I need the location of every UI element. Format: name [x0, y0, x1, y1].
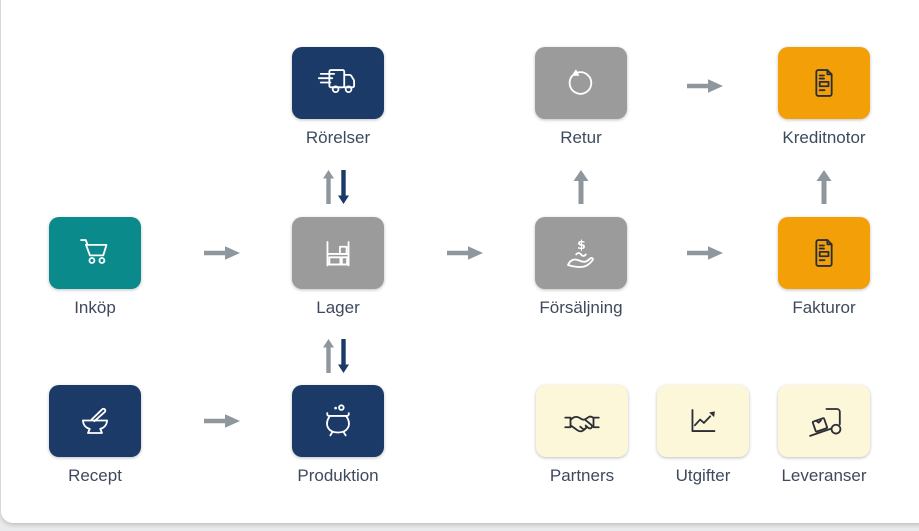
- tile-partners-label: Partners: [549, 466, 615, 485]
- arrow-lager-to-forsaljning: [447, 246, 483, 260]
- arrow-lager-rorelser-bidirectional: [323, 170, 349, 204]
- tile-recept-label: Recept: [68, 466, 122, 485]
- arrow-recept-to-produktion: [204, 414, 240, 428]
- arrow-fakturor-to-kreditnotor: [816, 170, 832, 204]
- hand-dollar-icon: $: [567, 237, 594, 269]
- tile-lager-label: Lager: [316, 298, 360, 317]
- tile-rorelser-label: Rörelser: [305, 128, 371, 147]
- tile-forsaljning-label: Försäljning: [539, 298, 623, 317]
- arrow-retur-to-kreditnotor: [687, 79, 723, 93]
- tile-fakturor[interactable]: [778, 217, 870, 289]
- tile-retur[interactable]: [535, 47, 627, 119]
- tile-inkop-label: Inköp: [74, 298, 116, 317]
- tile-fakturor-label: Fakturor: [792, 298, 856, 317]
- tile-leveranser-label: Leveranser: [781, 466, 867, 485]
- tile-retur-label: Retur: [560, 128, 602, 147]
- arrow-forsaljning-to-fakturor: [687, 246, 723, 260]
- tile-kreditnotor-label: Kreditnotor: [782, 128, 866, 147]
- tile-produktion-label: Produktion: [297, 466, 379, 485]
- arrow-lager-produktion-bidirectional: [323, 339, 349, 373]
- document-icon: [815, 239, 833, 267]
- tile-kreditnotor[interactable]: [778, 47, 870, 119]
- tile-utgifter-label: Utgifter: [675, 466, 731, 485]
- undo-icon: [568, 69, 593, 95]
- arrow-inkop-to-lager: [204, 246, 240, 260]
- dollar-glyph: $: [577, 237, 586, 252]
- tile-lager[interactable]: [292, 217, 384, 289]
- tile-recept[interactable]: [49, 385, 141, 457]
- tile-inkop[interactable]: [49, 217, 141, 289]
- handshake-icon: [564, 415, 600, 433]
- tile-rorelser[interactable]: [292, 47, 384, 119]
- tile-utgifter[interactable]: [657, 385, 749, 457]
- arrow-forsaljning-to-retur: [573, 170, 589, 204]
- hand-truck-icon: [809, 408, 842, 437]
- tile-produktion[interactable]: [292, 385, 384, 457]
- mortar-pestle-icon: [82, 407, 108, 434]
- shopping-cart-icon: [80, 239, 108, 264]
- shelf-icon: [326, 241, 350, 267]
- cauldron-icon: [326, 404, 350, 437]
- tile-partners[interactable]: [536, 385, 628, 457]
- tile-leveranser[interactable]: [778, 385, 870, 457]
- line-chart-icon: [691, 409, 716, 432]
- delivery-truck-icon: [317, 69, 356, 94]
- document-icon: [815, 69, 833, 97]
- tile-forsaljning[interactable]: $: [535, 217, 627, 289]
